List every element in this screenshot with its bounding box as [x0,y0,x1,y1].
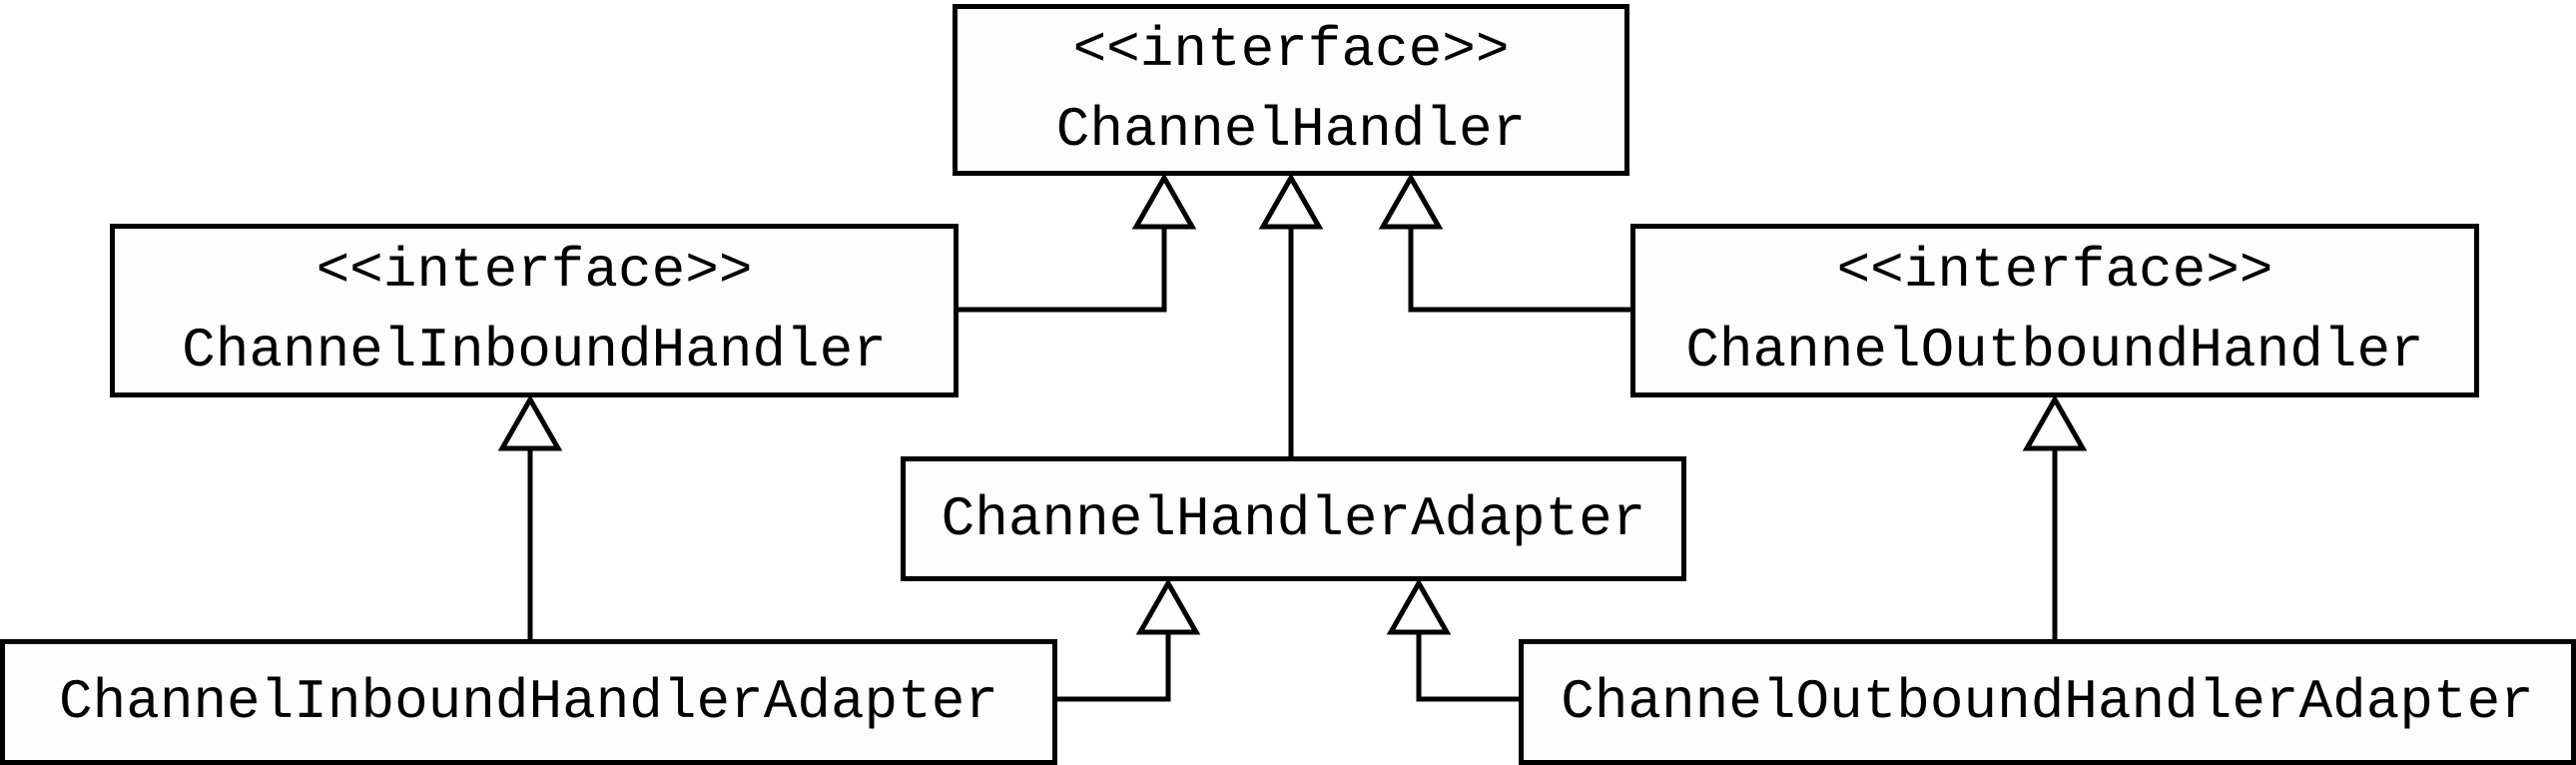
class-name: ChannelOutboundHandlerAdapter [1561,670,2534,734]
uml-class-channel-handler-adapter: ChannelHandlerAdapter [901,456,1686,581]
uml-class-channel-handler: <<interface>> ChannelHandler [953,4,1629,176]
class-name: ChannelInboundHandler [182,319,887,382]
uml-class-channel-inbound-handler-adapter: ChannelInboundHandlerAdapter [0,639,1057,765]
class-name: ChannelHandlerAdapter [941,486,1646,551]
arrow-outbound-adapter-to-handler-adapter [1386,577,1521,702]
arrow-inbound-handler-to-channel-handler [957,172,1197,313]
arrow-inbound-adapter-to-inbound-handler [497,393,563,641]
class-name: ChannelOutboundHandler [1685,319,2424,382]
stereotype-label: <<interface>> [1072,18,1510,82]
class-name: ChannelInboundHandlerAdapter [59,670,998,734]
uml-class-channel-inbound-handler: <<interface>> ChannelInboundHandler [110,224,959,397]
uml-class-channel-outbound-handler-adapter: ChannelOutboundHandlerAdapter [1519,639,2576,765]
arrow-outbound-handler-to-channel-handler [1378,172,1632,313]
arrow-handler-adapter-to-channel-handler [1258,172,1324,458]
stereotype-label: <<interface>> [316,239,753,303]
uml-class-channel-outbound-handler: <<interface>> ChannelOutboundHandler [1630,224,2479,397]
arrow-outbound-adapter-to-outbound-handler [2022,393,2088,641]
class-name: ChannelHandler [1055,98,1527,162]
stereotype-label: <<interface>> [1836,239,2273,303]
arrow-inbound-adapter-to-handler-adapter [1055,577,1201,702]
